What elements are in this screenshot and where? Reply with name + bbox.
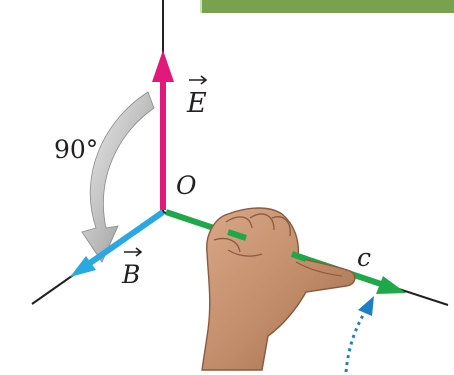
origin-label: O xyxy=(176,171,197,200)
e-vector-label: E xyxy=(186,75,208,119)
header-bar xyxy=(200,0,454,13)
e-vector-overarrow-icon xyxy=(189,75,208,85)
b-vector-label: B xyxy=(121,247,143,289)
hand-palm xyxy=(201,207,356,371)
hand-thumb-crease xyxy=(295,261,343,277)
b-vector-symbol: B xyxy=(121,260,140,289)
rotation-arrow-icon xyxy=(81,91,155,263)
speed-label: c xyxy=(357,243,371,272)
rotation-hint-icon xyxy=(344,296,374,373)
propagation-arrow-through-hand xyxy=(227,229,247,241)
e-vector-symbol: E xyxy=(186,88,207,119)
b-vector-overarrow-icon xyxy=(124,247,143,257)
b-vector-arrow xyxy=(70,209,165,277)
angle-label: 90° xyxy=(54,135,98,164)
e-vector-arrow xyxy=(152,50,174,210)
propagation-arrow-after-hand xyxy=(290,251,308,262)
hand-fingers xyxy=(213,213,291,257)
right-hand-rule-icon xyxy=(201,207,356,371)
